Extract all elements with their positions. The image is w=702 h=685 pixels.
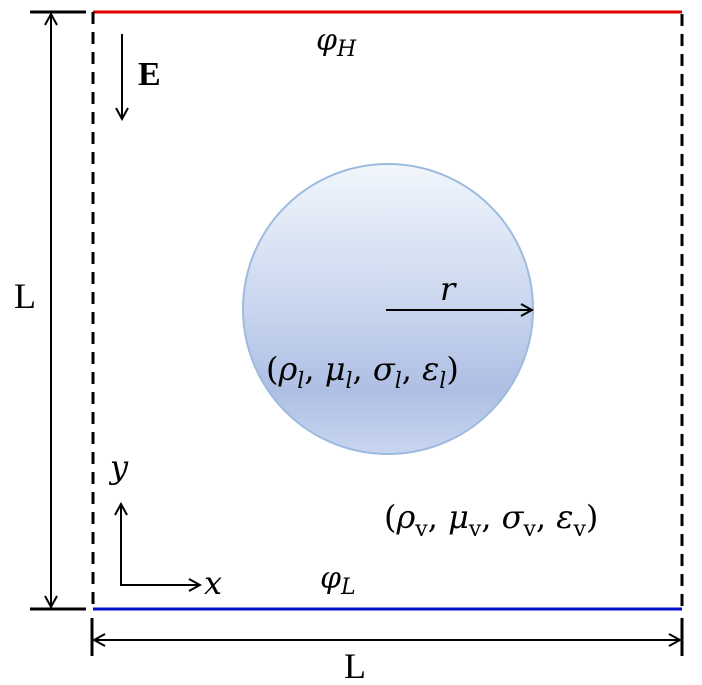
radius-label: r	[440, 270, 457, 308]
bottom-potential-label: φL	[320, 561, 356, 600]
top-potential-label: φH	[316, 23, 357, 62]
y-axis-label: y	[108, 448, 129, 486]
width-dim-label: L	[344, 646, 366, 685]
droplet-properties: (ρl, μl, σl, εl)	[266, 350, 459, 394]
height-dim-label: L	[14, 276, 36, 316]
field-label: E	[138, 56, 161, 93]
x-axis-label: x	[204, 564, 222, 602]
vapor-properties: (ρv, μv, σv, εv)	[384, 498, 598, 542]
